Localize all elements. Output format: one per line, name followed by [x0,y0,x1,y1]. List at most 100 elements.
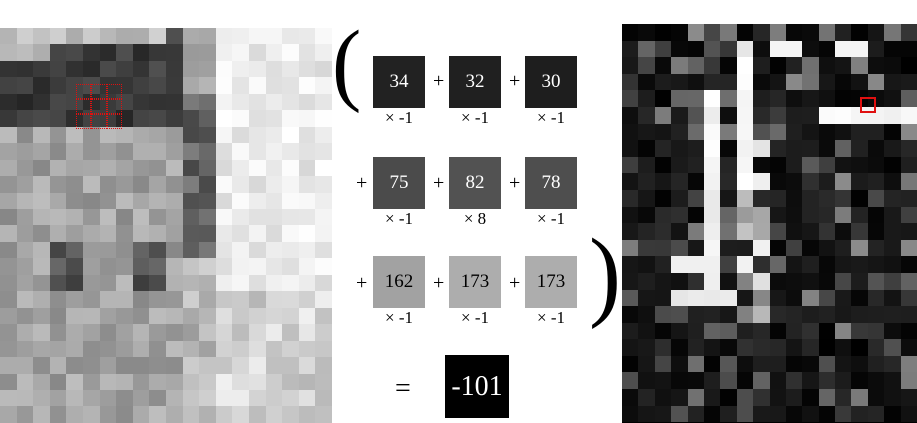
image-pixel [182,44,200,61]
image-pixel [884,106,901,124]
image-pixel [165,192,183,209]
image-pixel [282,274,299,292]
image-pixel [835,189,852,207]
image-pixel [315,208,332,226]
image-pixel [49,225,67,242]
image-pixel [132,126,150,144]
image-pixel [182,93,200,111]
image-pixel [622,339,639,356]
image-pixel [298,274,316,292]
image-pixel [33,258,50,275]
image-pixel [265,77,283,94]
image-pixel [785,223,803,240]
image-pixel [671,206,688,224]
image-pixel [265,192,283,209]
image-pixel [33,406,50,423]
image-pixel [265,176,283,193]
image-pixel [66,357,83,374]
image-pixel [0,406,17,423]
image-pixel [622,372,639,390]
image-pixel [638,389,655,406]
image-pixel [66,77,83,94]
image-pixel [720,173,737,190]
image-pixel [49,307,67,325]
image-pixel [736,372,754,390]
image-pixel [16,324,34,341]
image-pixel [232,274,249,292]
image-pixel [49,159,67,177]
pixel-value-box: 34 [373,56,425,108]
image-pixel [298,93,316,111]
image-pixel [622,73,639,91]
image-pixel [769,57,786,74]
image-pixel [851,123,868,141]
image-pixel [199,258,216,275]
image-pixel [315,159,332,177]
image-pixel [182,208,200,226]
image-pixel [165,340,183,358]
image-pixel [49,60,67,78]
image-pixel [99,126,117,144]
image-pixel [298,241,316,259]
image-pixel [116,126,133,144]
image-pixel [298,340,316,358]
image-pixel [900,123,917,141]
image-pixel [66,291,83,308]
image-pixel [769,306,786,323]
image-pixel [802,73,819,91]
image-pixel [671,289,688,307]
image-pixel [116,258,133,275]
image-pixel [265,324,283,341]
image-pixel [687,40,704,58]
image-pixel [851,239,868,257]
image-pixel [82,225,100,242]
image-pixel [149,324,166,341]
image-pixel [687,90,704,107]
kernel-window-cell [106,99,122,114]
image-pixel [884,355,901,373]
image-pixel [654,40,672,58]
image-pixel [671,90,688,107]
image-pixel [33,110,50,127]
image-pixel [687,106,704,124]
image-pixel [132,241,150,259]
image-pixel [884,239,901,257]
image-pixel [703,123,721,141]
image-pixel [182,406,200,423]
image-pixel [671,256,688,273]
image-pixel [232,291,249,308]
filtered-image [622,24,917,423]
image-pixel [116,225,133,242]
image-pixel [802,140,819,157]
image-pixel [215,208,233,226]
image-pixel [654,339,672,356]
image-pixel [884,272,901,290]
image-pixel [215,324,233,341]
image-pixel [149,357,166,374]
image-pixel [116,406,133,423]
image-pixel [315,291,332,308]
image-pixel [66,28,83,45]
image-pixel [671,156,688,174]
image-pixel [867,40,885,58]
image-pixel [851,140,868,157]
image-pixel [232,77,249,94]
image-pixel [0,389,17,407]
image-pixel [199,241,216,259]
image-pixel [182,192,200,209]
image-pixel [638,73,655,91]
image-pixel [802,272,819,290]
image-pixel [720,24,737,41]
image-pixel [248,159,266,177]
image-pixel [622,223,639,240]
image-pixel [867,405,885,423]
image-pixel [802,289,819,307]
image-pixel [282,225,299,242]
image-pixel [802,339,819,356]
image-pixel [802,206,819,224]
image-pixel [99,159,117,177]
image-pixel [851,173,868,190]
image-pixel [835,223,852,240]
image-pixel [900,173,917,190]
image-pixel [66,258,83,275]
